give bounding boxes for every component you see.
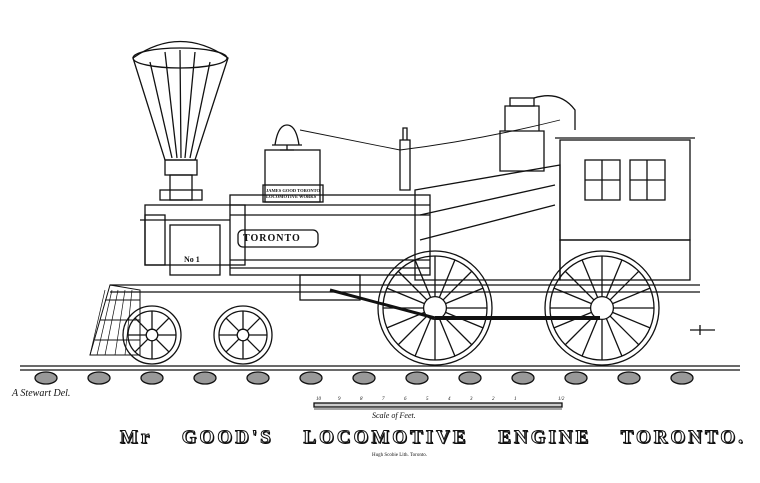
pilot — [89, 284, 141, 356]
artist-credit: A Stewart Del. — [12, 388, 71, 399]
cab — [555, 137, 695, 281]
scale-tick-label: 1/2 — [558, 397, 565, 402]
wheel — [377, 250, 493, 366]
plate-title: Mr GOOD'S LOCOMOTIVE ENGINE TORONTO. — [120, 427, 746, 449]
track-tie — [87, 371, 111, 385]
steam-dome — [499, 95, 576, 172]
wheel — [122, 305, 182, 365]
track-tie — [458, 371, 482, 385]
track-tie — [564, 371, 588, 385]
track-tie — [299, 371, 323, 385]
bell — [272, 124, 302, 151]
scale-tick-label: 5 — [426, 397, 429, 402]
scale-tick-label: 10 — [316, 397, 322, 402]
wheels — [122, 250, 660, 366]
scale-tick-label: 3 — [470, 397, 473, 402]
scale-bar: 10 9 8 7 6 5 4 3 2 1 1/2 — [313, 397, 565, 410]
track-tie — [34, 371, 58, 385]
track-tie — [670, 371, 694, 385]
printer-credit: Hugh Scobie Lith. Toronto. — [372, 453, 427, 458]
scale-tick-label: 9 — [338, 397, 341, 402]
scale-tick-label: 8 — [360, 397, 363, 402]
track-tie — [511, 371, 535, 385]
engine-number: No 1 — [184, 255, 200, 264]
nameplate-text: TORONTO — [243, 233, 301, 244]
track-tie — [193, 371, 217, 385]
boiler — [144, 164, 561, 281]
scale-tick-label: 7 — [382, 397, 385, 402]
scale-tick-label: 1 — [514, 397, 517, 402]
track-tie — [617, 371, 641, 385]
track-tie — [352, 371, 376, 385]
nameplate — [237, 229, 319, 248]
scale-tick-label: 6 — [404, 397, 407, 402]
scale-tick-label: 2 — [492, 397, 495, 402]
track-tie — [140, 371, 164, 385]
track-ties — [34, 371, 694, 385]
track-tie — [405, 371, 429, 385]
works-sign-line1: JAMES GOOD TORONTO — [266, 188, 321, 193]
smokestack — [132, 40, 229, 201]
works-sign-line2: LOCOMOTIVE WORKS — [266, 194, 317, 199]
number-box — [169, 224, 221, 276]
scale-label: Scale of Feet. — [372, 411, 416, 420]
track-tie — [246, 371, 270, 385]
wheel — [213, 305, 273, 365]
wheel — [544, 250, 660, 366]
scale-tick-label: 4 — [448, 397, 451, 402]
